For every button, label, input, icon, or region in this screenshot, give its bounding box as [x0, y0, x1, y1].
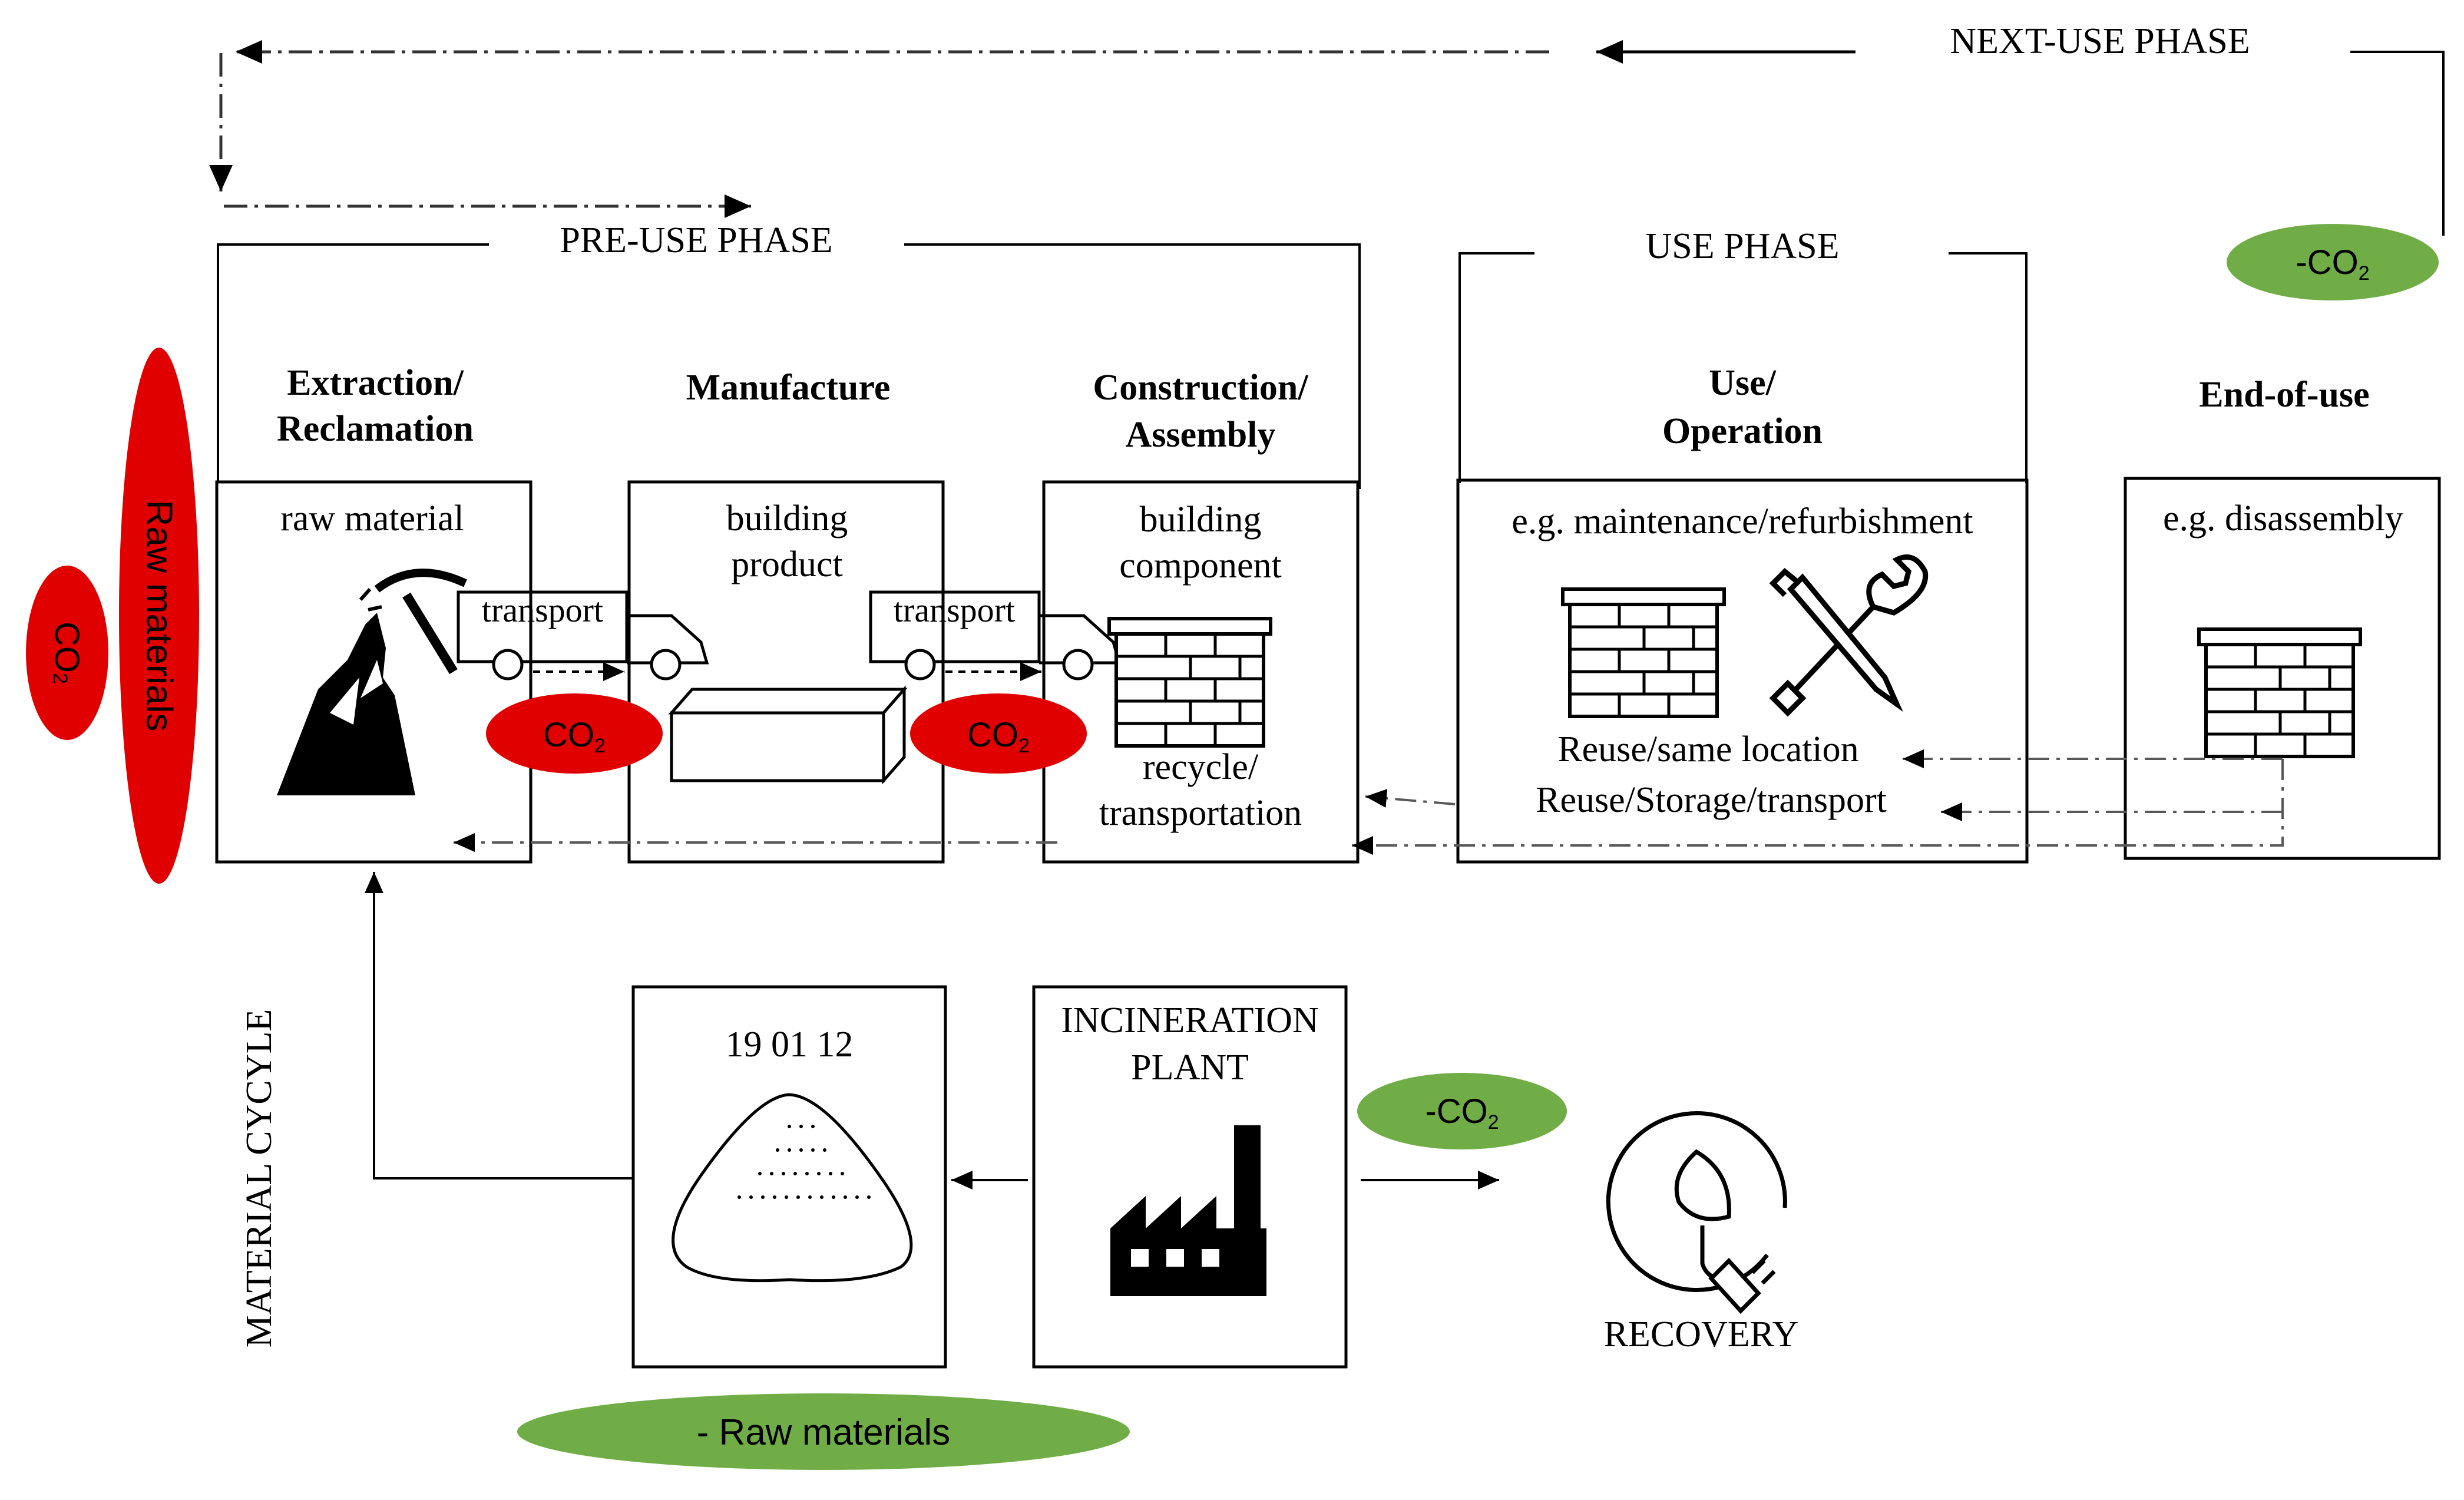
brick-wall-icon-end-of-use	[2197, 627, 2362, 758]
next-use-phase-label: NEXT-USE PHASE	[1950, 21, 2250, 61]
incineration-text-2: PLANT	[1131, 1048, 1249, 1088]
use-to-construction-arrow	[1365, 789, 1456, 808]
transport-label-1: transport	[482, 591, 603, 629]
next-use-loop: NEXT-USE PHASE	[209, 21, 2445, 236]
negative-co2-badge-top: -CO2	[2227, 224, 2439, 300]
construction-box	[1042, 480, 1360, 864]
brick-wall-icon-use	[1561, 587, 1726, 718]
stage-boxes	[215, 477, 2441, 864]
negative-co2-badge-incineration: -CO2	[1357, 1073, 1567, 1149]
end-of-use-title: End-of-use	[2199, 375, 2369, 415]
slag-dots	[737, 1125, 871, 1199]
factory-icon	[1110, 1125, 1266, 1296]
svg-text:CO2: CO2	[543, 716, 606, 757]
svg-text:-CO2: -CO2	[1425, 1092, 1499, 1134]
disassembly-text: e.g. disassembly	[2163, 498, 2403, 538]
co2-left-text: CO	[48, 622, 87, 673]
incineration-text-1: INCINERATION	[1061, 1000, 1318, 1040]
box-texts: raw material building product building c…	[280, 498, 2403, 833]
manufacture-box	[627, 480, 945, 864]
neg-co2-incin-subscript: 2	[1488, 1111, 1499, 1134]
transportation-text: transportation	[1099, 793, 1302, 833]
product-block-icon	[668, 685, 908, 785]
co2-badge-2-subscript: 2	[1018, 735, 1030, 757]
reuse-storage-text: Reuse/Storage/transport	[1536, 780, 1887, 820]
building-product-text-1: building	[726, 498, 848, 538]
slag-box: 19 01 12	[631, 985, 947, 1369]
raw-materials-ellipse: Raw materials	[119, 348, 199, 884]
pre-use-bracket: PRE-USE PHASE	[217, 220, 1361, 489]
manufacture-title: Manufacture	[686, 368, 891, 408]
slag-heap-icon	[672, 1093, 913, 1283]
construction-title-2: Assembly	[1126, 415, 1276, 455]
transport-label-2: transport	[894, 591, 1015, 629]
neg-co2-incin-text: -CO	[1425, 1092, 1487, 1131]
mining-pickaxe-icon	[277, 569, 467, 795]
svg-text:CO2: CO2	[48, 622, 87, 684]
extraction-box	[215, 480, 533, 864]
use-phase-bracket: USE PHASE	[1458, 226, 2028, 483]
use-phase-label: USE PHASE	[1645, 226, 1839, 266]
pre-use-phase-label: PRE-USE PHASE	[560, 220, 832, 260]
use-box	[1456, 478, 2029, 864]
co2-badge-1: CO2	[486, 693, 663, 774]
building-component-text-2: component	[1119, 546, 1282, 586]
svg-text:CO2: CO2	[967, 716, 1030, 757]
raw-materials-label: Raw materials	[139, 500, 180, 732]
stage-titles: Extraction/ Reclamation Manufacture Cons…	[277, 363, 2370, 455]
maintenance-text: e.g. maintenance/refurbishment	[1512, 501, 1973, 541]
truck-icon-1	[457, 590, 709, 680]
end-of-use-box	[2124, 477, 2441, 860]
co2-left-subscript: 2	[49, 673, 71, 684]
brick-wall-icon-construction	[1107, 617, 1272, 748]
tools-icon	[1769, 554, 1929, 717]
recovery-text: RECOVERY	[1604, 1314, 1799, 1354]
neg-co2-top-text: -CO	[2296, 243, 2358, 282]
negative-raw-materials-text: - Raw materials	[697, 1412, 951, 1453]
building-product-text-2: product	[731, 544, 842, 584]
co2-badge-2-text: CO	[967, 716, 1018, 754]
svg-text:-CO2: -CO2	[2296, 243, 2369, 285]
neg-co2-top-subscript: 2	[2359, 262, 2370, 285]
co2-badge-1-subscript: 2	[594, 735, 606, 757]
use-title-2: Operation	[1662, 411, 1823, 451]
reuse-same-location-text: Reuse/same location	[1557, 729, 1858, 769]
waste-code-text: 19 01 12	[726, 1025, 854, 1065]
next-use-right-bracket	[2350, 51, 2445, 236]
co2-badge-2: CO2	[910, 693, 1087, 774]
extraction-title-1: Extraction/	[287, 363, 464, 403]
material-cycle-return-arrow	[365, 872, 633, 1179]
material-cycle-label: MATERIAL CYCYLE	[239, 1009, 279, 1348]
recovery-leaf-plug-icon	[1606, 1111, 1787, 1314]
co2-badge-1-text: CO	[543, 716, 594, 754]
incineration-box: INCINERATION PLANT	[1032, 985, 1348, 1369]
extraction-title-2: Reclamation	[277, 409, 474, 449]
recycle-text: recycle/	[1143, 747, 1259, 787]
recycle-return-arrow	[1352, 759, 2284, 855]
return-flows	[454, 749, 2284, 855]
co2-left-badge: CO2	[26, 566, 108, 740]
building-component-text-1: building	[1140, 500, 1262, 540]
truck-icon-2	[869, 590, 1122, 680]
negative-raw-materials-badge: - Raw materials	[517, 1393, 1130, 1470]
raw-material-text: raw material	[280, 498, 464, 538]
construction-title-1: Construction/	[1093, 368, 1308, 408]
use-title-1: Use/	[1709, 363, 1776, 403]
